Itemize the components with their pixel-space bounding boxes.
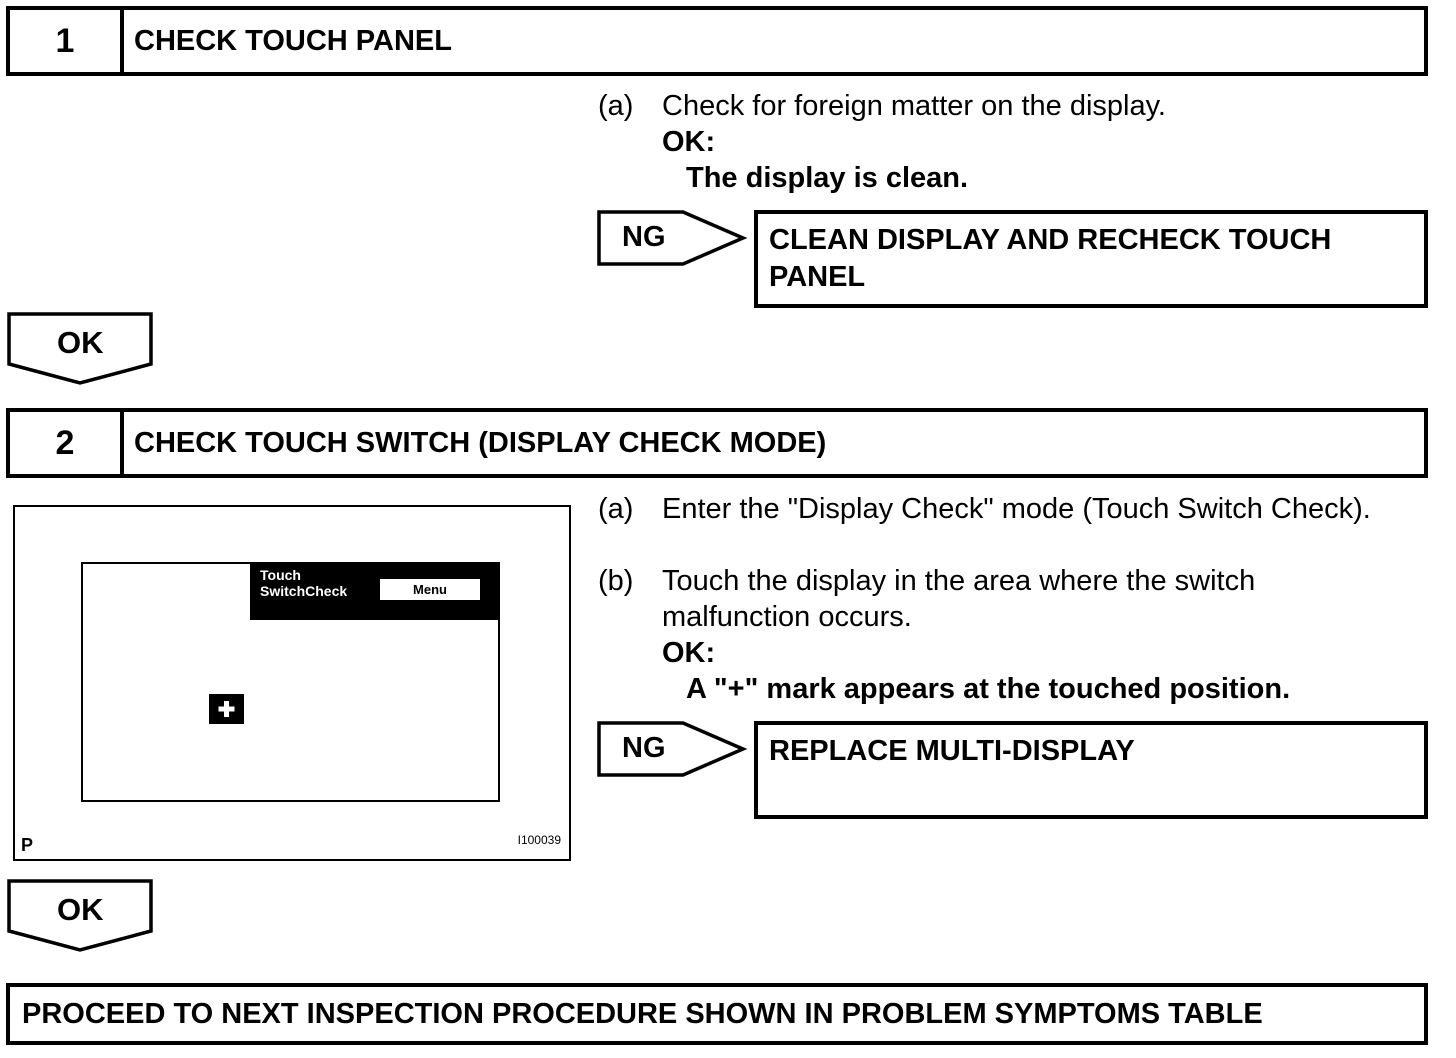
- step2-ok-label: OK:: [662, 637, 716, 669]
- figure-id: I100039: [517, 833, 561, 847]
- step1-instruction-marker: (a): [598, 90, 634, 122]
- plus-marker-icon: [209, 694, 244, 724]
- step1-title: CHECK TOUCH PANEL: [134, 24, 452, 57]
- step2-instruction-a-marker: (a): [598, 493, 634, 525]
- touch-switch-check-figure: Touch SwitchCheck Menu P I100039: [13, 505, 571, 861]
- step2-instruction-a: Enter the "Display Check" mode (Touch Sw…: [662, 493, 1371, 525]
- step2-ok-condition: A "+" mark appears at the touched positi…: [686, 673, 1291, 705]
- final-action-box: PROCEED TO NEXT INSPECTION PROCEDURE SHO…: [6, 983, 1428, 1045]
- step2-number: 2: [10, 412, 124, 474]
- step1-ng-arrow: [597, 210, 748, 266]
- step1-number: 1: [10, 10, 124, 72]
- step2-header: 2 CHECK TOUCH SWITCH (DISPLAY CHECK MODE…: [6, 408, 1428, 478]
- step1-ok-condition: The display is clean.: [686, 162, 969, 194]
- screen-title-line1: Touch: [260, 567, 301, 583]
- step2-ng-action: REPLACE MULTI-DISPLAY: [769, 735, 1135, 767]
- step1-ok-arrow: [7, 312, 153, 385]
- step2-ok-arrow-label: OK: [57, 892, 104, 927]
- step1-ok-label: OK:: [662, 126, 716, 158]
- step1-ng-label: NG: [622, 221, 666, 253]
- screen-title-bar: Touch SwitchCheck Menu: [250, 562, 500, 620]
- display-screen: Touch SwitchCheck Menu: [81, 562, 500, 802]
- step1-ng-action-line2: PANEL: [769, 261, 866, 293]
- step1-ng-action-line1: CLEAN DISPLAY AND RECHECK TOUCH: [769, 224, 1332, 256]
- step2-ng-result-box: REPLACE MULTI-DISPLAY: [754, 721, 1428, 819]
- step2-instruction-b-line2: malfunction occurs.: [662, 601, 912, 633]
- step2-instruction-b-line1: Touch the display in the area where the …: [662, 565, 1256, 597]
- figure-corner-label: P: [21, 835, 34, 855]
- step2-ng-label: NG: [622, 732, 666, 764]
- final-action-text: PROCEED TO NEXT INSPECTION PROCEDURE SHO…: [22, 997, 1263, 1030]
- step2-ng-arrow: [597, 721, 748, 777]
- step2-title: CHECK TOUCH SWITCH (DISPLAY CHECK MODE): [134, 426, 827, 459]
- step1-ok-arrow-label: OK: [57, 325, 104, 360]
- step1-header: 1 CHECK TOUCH PANEL: [6, 6, 1428, 76]
- step1-ng-result-box: CLEAN DISPLAY AND RECHECK TOUCH PANEL: [754, 210, 1428, 308]
- step2-instruction-b-marker: (b): [598, 565, 634, 597]
- step1-instruction: Check for foreign matter on the display.: [662, 90, 1166, 122]
- step2-ok-arrow: [7, 879, 153, 952]
- menu-button[interactable]: Menu: [380, 579, 480, 600]
- screen-title-line2: SwitchCheck: [260, 583, 348, 599]
